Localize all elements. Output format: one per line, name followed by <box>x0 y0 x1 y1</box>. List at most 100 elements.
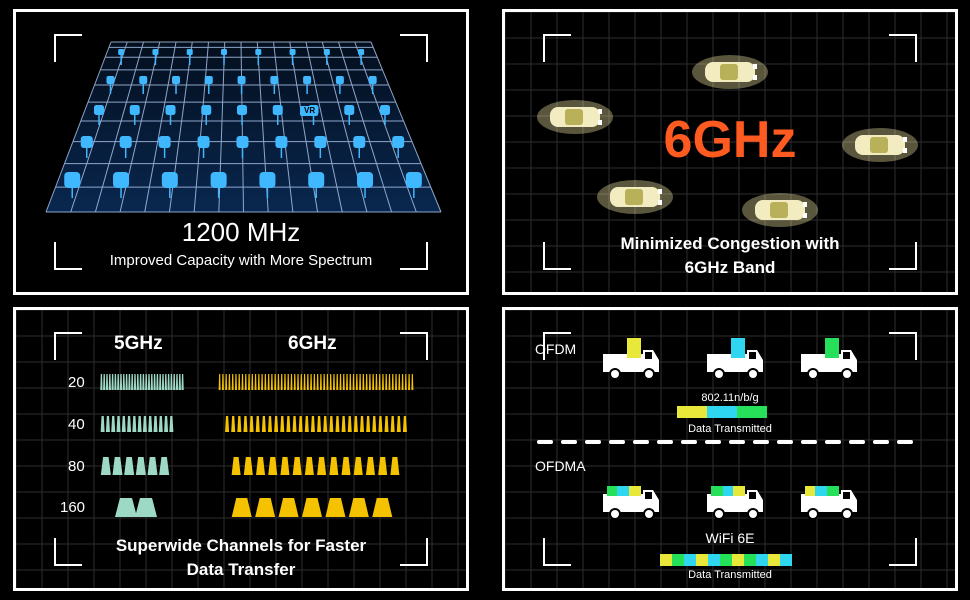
channel-5ghz <box>137 416 142 432</box>
panel1-caption: Improved Capacity with More Spectrum <box>109 252 373 269</box>
device-icon <box>172 76 181 84</box>
channel-6ghz <box>385 374 388 390</box>
channel-6ghz <box>372 374 375 390</box>
channel-6ghz <box>332 374 335 390</box>
channel-6ghz <box>278 498 299 517</box>
device-icon <box>197 136 210 148</box>
device-icon <box>344 105 355 115</box>
panel2-caption-line1: Minimized Congestion with <box>620 234 840 253</box>
frame-corner <box>543 538 571 566</box>
frame-corner <box>54 242 82 270</box>
truck-icon <box>707 486 763 520</box>
width-label-40: 40 <box>68 416 85 433</box>
frame-corner <box>889 34 917 62</box>
width-label-20: 20 <box>68 374 85 391</box>
channel-6ghz <box>349 374 352 390</box>
device-icon <box>353 136 366 148</box>
device-icon <box>139 76 148 84</box>
separator-dash <box>753 440 769 444</box>
frame-corner <box>543 242 571 270</box>
channel-6ghz <box>225 416 230 432</box>
channel-6ghz <box>402 416 407 432</box>
frame-corner <box>543 34 571 62</box>
channel-6ghz <box>384 416 389 432</box>
device-icon <box>186 49 193 55</box>
channel-6ghz <box>323 416 328 432</box>
device-icon <box>161 172 178 188</box>
channel-5ghz <box>114 374 117 390</box>
channel-5ghz <box>147 457 158 475</box>
channel-6ghz <box>396 416 401 432</box>
channel-5ghz <box>119 374 123 390</box>
channel-6ghz <box>292 457 302 475</box>
device-icon <box>237 76 246 84</box>
channel-6ghz <box>280 457 290 475</box>
separator-dash <box>633 440 649 444</box>
channel-5ghz <box>135 457 146 475</box>
channel-6ghz <box>368 374 371 390</box>
channel-5ghz <box>156 374 159 390</box>
data-segment <box>708 554 720 566</box>
channel-6ghz <box>390 457 400 475</box>
panel3-caption-line2: Data Transfer <box>186 560 296 579</box>
channel-6ghz <box>378 457 388 475</box>
channel-6ghz <box>401 374 404 390</box>
channel-5ghz <box>128 374 131 390</box>
band-headline: 6GHz <box>663 111 797 169</box>
channel-6ghz <box>342 374 345 390</box>
channel-6ghz <box>329 416 334 432</box>
channel-6ghz <box>243 416 248 432</box>
channel-6ghz <box>339 374 342 390</box>
device-icon <box>210 172 227 188</box>
channel-6ghz <box>317 416 322 432</box>
channel-6ghz <box>293 374 296 390</box>
truck-icon <box>603 486 659 520</box>
channel-5ghz <box>136 374 139 390</box>
channel-6ghz <box>243 457 253 475</box>
vr-badge: VR <box>304 106 315 115</box>
device-icon <box>303 76 312 84</box>
channel-6ghz <box>254 374 257 390</box>
channel-6ghz <box>255 498 276 517</box>
channel-5ghz <box>127 416 132 432</box>
separator-dash <box>849 440 865 444</box>
channel-6ghz <box>325 498 346 517</box>
col-6ghz-label: 6GHz <box>288 333 337 354</box>
channel-6ghz <box>362 374 365 390</box>
channel-6ghz <box>360 416 364 432</box>
channel-6ghz <box>267 374 270 390</box>
device-icon <box>392 136 405 148</box>
channel-6ghz <box>366 416 371 432</box>
device-icon <box>308 172 325 188</box>
device-icon <box>152 49 159 55</box>
channel-6ghz <box>249 416 254 432</box>
truck-icon <box>801 486 857 520</box>
channel-6ghz <box>341 457 351 475</box>
device-icon <box>201 105 212 115</box>
device-icon <box>158 136 171 148</box>
channel-5ghz <box>142 374 145 390</box>
channel-6ghz <box>255 416 260 432</box>
channel-5ghz <box>170 374 173 390</box>
device-icon <box>94 105 104 115</box>
channel-6ghz <box>251 374 254 390</box>
frame-corner <box>889 332 917 360</box>
channel-6ghz <box>329 457 339 475</box>
channel-5ghz <box>164 416 169 432</box>
grid-background <box>505 12 955 292</box>
channel-6ghz <box>395 374 398 390</box>
channel-6ghz <box>268 457 278 475</box>
data-segment <box>744 554 756 566</box>
frame-corner <box>54 34 82 62</box>
channel-5ghz <box>112 457 123 475</box>
channel-6ghz <box>316 374 319 390</box>
channel-5ghz <box>178 374 181 390</box>
device-grid-illustration: VR <box>45 41 442 213</box>
channel-6ghz <box>302 498 322 517</box>
device-icon <box>204 76 213 84</box>
channel-6ghz <box>408 374 411 390</box>
channel-6ghz <box>319 374 322 390</box>
channel-6ghz <box>359 374 362 390</box>
channel-5ghz <box>105 374 109 390</box>
separator-dash <box>705 440 721 444</box>
